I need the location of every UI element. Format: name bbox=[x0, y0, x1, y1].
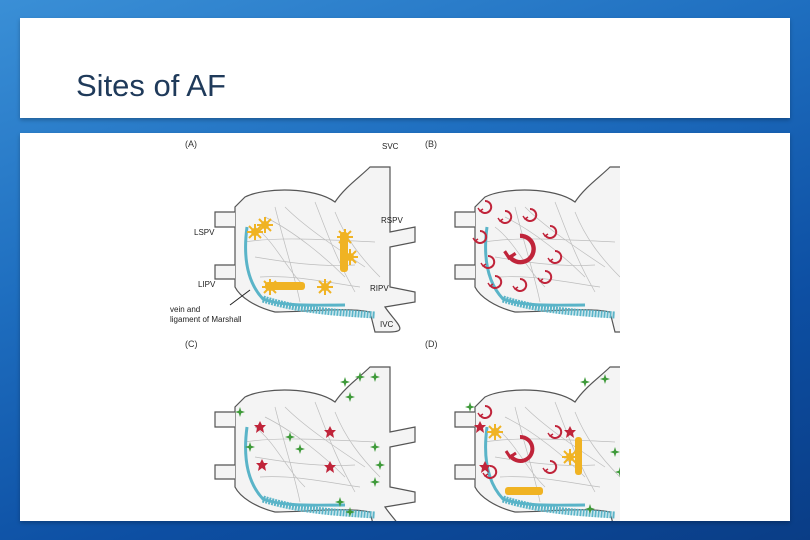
panel-a: (A) SVC LSPV RSPV LIPV RIPV IVC vein and… bbox=[170, 139, 415, 332]
ganglion-icon bbox=[246, 223, 264, 241]
panel-d: (D) bbox=[425, 339, 620, 521]
panel-b-label: (B) bbox=[425, 139, 437, 149]
panel-a-label: (A) bbox=[185, 139, 197, 149]
af-sites-figure: (A) SVC LSPV RSPV LIPV RIPV IVC vein and… bbox=[170, 139, 620, 521]
title-card: Sites of AF bbox=[20, 18, 790, 118]
panel-d-label: (D) bbox=[425, 339, 438, 349]
ivc-label: IVC bbox=[380, 320, 394, 329]
marshall-label-1: vein and bbox=[170, 305, 200, 314]
lipv-label: LIPV bbox=[198, 280, 216, 289]
svc-label: SVC bbox=[382, 142, 399, 151]
lspv-label: LSPV bbox=[194, 228, 215, 237]
panel-b: (B) bbox=[425, 139, 620, 332]
marshall-label-2: ligament of Marshall bbox=[170, 315, 242, 324]
rspv-label: RSPV bbox=[381, 216, 403, 225]
panel-c-label: (C) bbox=[185, 339, 198, 349]
panel-c: (C) bbox=[185, 339, 415, 521]
content-card: (A) SVC LSPV RSPV LIPV RIPV IVC vein and… bbox=[20, 133, 790, 521]
ripv-label: RIPV bbox=[370, 284, 389, 293]
slide-title: Sites of AF bbox=[76, 68, 226, 103]
